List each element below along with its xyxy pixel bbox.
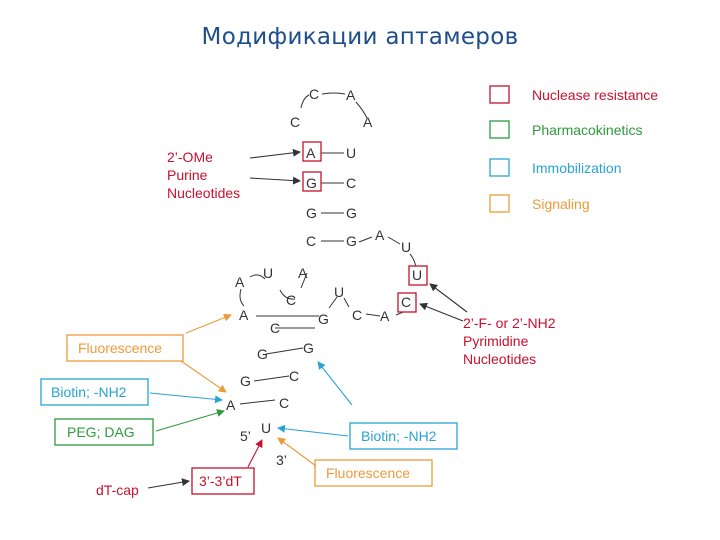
dt-box-label: 3’-3’dT <box>199 473 242 489</box>
three-prime-label: 3’ <box>276 452 287 468</box>
legend-swatch-red <box>489 85 510 104</box>
nucleotide: U <box>334 284 344 300</box>
nucleotide: G <box>346 233 357 249</box>
biotin-right-label: Biotin; -NH2 <box>361 428 437 444</box>
nucleotide: U <box>401 239 411 255</box>
nucleotide: A <box>306 145 316 161</box>
nucleotide: G <box>306 175 317 191</box>
highlight-box-c <box>397 292 417 313</box>
legend-label-pharmacokinetics: Pharmacokinetics <box>532 122 643 138</box>
five-prime-label: 5’ <box>240 428 251 444</box>
nucleotide: G <box>318 311 329 327</box>
legend-label-signaling: Signaling <box>532 196 590 212</box>
nucleotide: G <box>303 340 314 356</box>
legend-label-immobilization: Immobilization <box>532 160 621 176</box>
nucleotide: C <box>270 320 280 336</box>
nucleotide: A <box>239 307 249 323</box>
highlight-box-a <box>302 141 322 162</box>
peg-dag-label: PEG; DAG <box>67 424 135 440</box>
nucleotide: A <box>226 397 236 413</box>
nucleotide: C <box>309 86 319 102</box>
nucleotide: U <box>261 420 271 436</box>
left-strand: A C G G C A U A C C G G C A A <box>226 114 317 413</box>
legend-swatch-blue <box>489 158 510 177</box>
fluorescence-right-label: Fluorescence <box>326 465 410 481</box>
nucleotide: C <box>279 395 289 411</box>
nucleotide: G <box>346 205 357 221</box>
nucleotide: C <box>352 307 362 323</box>
fluorescence-left: Fluorescence <box>66 313 232 393</box>
f-nh2-annotation: 2’-F- or 2’-NH2 Pyrimidine Nucleotides <box>419 283 556 367</box>
modified-nucleotide-boxes <box>302 141 428 313</box>
fnh2-label-line1: 2’-F- or 2’-NH2 <box>463 315 556 331</box>
nucleotide: A <box>363 114 373 130</box>
legend-swatch-orange <box>489 194 510 213</box>
page-title: Модификации аптамеров <box>201 24 519 50</box>
nucleotide: C <box>290 114 300 130</box>
biotin-left-label: Biotin; -NH2 <box>51 384 127 400</box>
legend: Nuclease resistance Pharmacokinetics Imm… <box>489 85 658 213</box>
nucleotide: A <box>298 265 308 281</box>
nucleotide: A <box>235 274 245 290</box>
nucleotide: G <box>240 373 251 389</box>
nucleotide: C <box>289 368 299 384</box>
dt-box: 3’-3’dT <box>191 439 263 495</box>
highlight-box-g <box>302 171 322 192</box>
nucleotide: G <box>257 346 268 362</box>
nucleotide: A <box>380 308 390 324</box>
nucleotide: C <box>401 294 411 310</box>
top-loop: A U <box>346 114 373 161</box>
nucleotide: U <box>263 265 273 281</box>
legend-label-nuclease-resistance: Nuclease resistance <box>532 87 658 103</box>
peg-dag: PEG; DAG <box>54 409 225 446</box>
base-pair-lines <box>239 152 344 405</box>
biotin-right: Biotin; -NH2 <box>277 361 458 450</box>
ome-label-line1: 2’-OMe <box>167 149 213 165</box>
nucleotide: U <box>412 267 422 283</box>
backbone-lines <box>239 92 417 317</box>
ome-label-line2: Purine <box>167 167 208 183</box>
right-strand: U C G G C U A C U G G A U C C A <box>261 86 422 436</box>
fluorescence-left-label: Fluorescence <box>78 340 162 356</box>
fluorescence-right: Fluorescence <box>277 437 433 487</box>
nucleotide: U <box>346 145 356 161</box>
ome-label-line3: Nucleotides <box>167 185 240 201</box>
nucleotide: C <box>306 233 316 249</box>
nucleotide: C <box>286 292 296 308</box>
highlight-box-u <box>408 265 428 286</box>
nucleotide: C <box>346 175 356 191</box>
nucleotide: G <box>306 205 317 221</box>
ome-annotation: 2’-OMe Purine Nucleotides <box>167 148 301 201</box>
nucleotide: A <box>375 227 385 243</box>
nucleotide: A <box>346 87 356 103</box>
legend-swatch-green <box>489 120 510 139</box>
biotin-left: Biotin; -NH2 <box>40 378 223 406</box>
dt-cap-label: dT-cap <box>96 482 139 498</box>
fnh2-label-line2: Pyrimidine <box>463 333 529 349</box>
fnh2-label-line3: Nucleotides <box>463 351 536 367</box>
